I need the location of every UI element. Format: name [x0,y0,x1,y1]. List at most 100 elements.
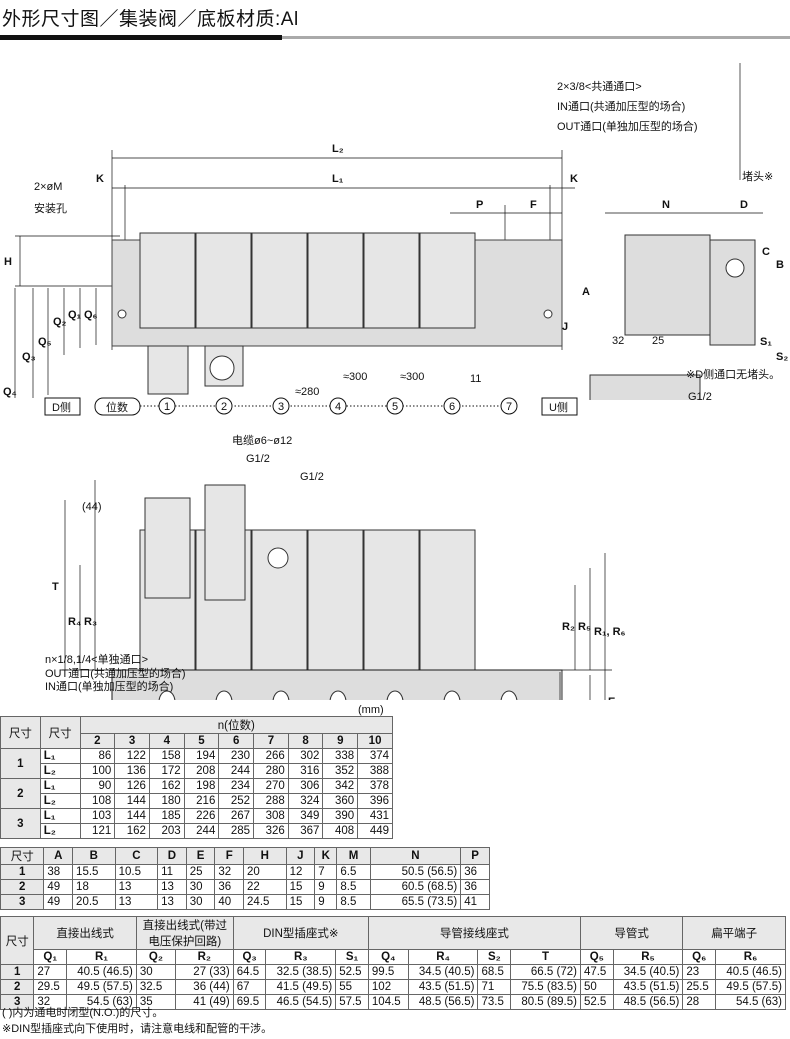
dim-T: T [52,581,59,593]
value-cell: 203 [148,823,185,839]
value-cell: 12 [285,864,316,880]
value-cell: 41.5 (49.5) [265,979,337,995]
value-cell: 324 [287,793,324,809]
d-side-label: D侧 [52,401,71,414]
header-n: 3 [114,733,150,749]
value-cell: 408 [322,823,359,839]
side-G12: G1/2 [688,391,712,400]
port-hole [272,690,290,700]
value-cell: 18 [72,879,116,895]
dim-300b: ≈300 [400,371,424,383]
dim-cell: L₁ [39,778,81,794]
dim-cell: L₂ [39,823,81,839]
title-rule-light [282,36,790,39]
dim-K-right: K [570,173,578,185]
u-side-label: U侧 [549,401,568,414]
header-group: DIN型插座式※ [232,916,369,950]
header-sub: S₂ [477,949,512,965]
header-sub: S₁ [335,949,369,965]
front-port-note-2: OUT通口(共通加压型的场合) [45,666,186,680]
dim-E: E [608,696,615,700]
station-circle [329,397,347,415]
dim-Q5: Q₅ [38,336,52,348]
value-cell: 57.5 [335,994,369,1010]
dim-11: 11 [470,373,481,385]
value-cell: 22 [243,879,287,895]
value-cell: 49.5 (57.5) [66,979,137,995]
value-cell: 46.5 (54.5) [265,994,337,1010]
dim-Q1: Q₁ [68,309,82,321]
value-cell: 449 [357,823,393,839]
port-hole [215,690,233,700]
value-cell: 36 [214,879,245,895]
dim-K-left: K [96,173,104,185]
value-cell: 49 [43,879,74,895]
station-number: 4 [335,401,341,413]
value-cell: 11 [157,864,187,880]
value-cell: 234 [218,778,255,794]
value-cell: 34.5 (40.5) [612,964,684,980]
value-cell: 41 [460,894,490,910]
dim-J: J [562,321,568,333]
value-cell: 27 (33) [174,964,234,980]
value-cell: 13 [114,879,159,895]
header-sub: R₃ [265,949,337,965]
value-cell: 126 [114,778,150,794]
station-circle [500,397,518,415]
value-cell: 374 [357,748,393,764]
station-number: 2 [221,401,227,413]
dim-C: C [762,246,770,258]
dim-cell: L₂ [39,793,81,809]
value-cell: 144 [114,808,150,824]
value-cell: 226 [183,808,220,824]
side-port-note-1: 2×3/8<共通通口> [557,80,642,93]
unit-label: (mm) [358,704,384,716]
dim-L1: L₁ [332,173,344,185]
size-cell: 3 [0,808,41,839]
value-cell: 43.5 (51.5) [407,979,479,995]
value-cell: 15 [285,894,316,910]
value-cell: 66.5 (72) [510,964,581,980]
value-cell: 25 [185,864,216,880]
value-cell: 90 [79,778,116,794]
note-normally-open: ( )内为通电时闭型(N.O.)的尺寸。 [2,1007,164,1019]
value-cell: 390 [322,808,359,824]
value-cell: 308 [253,808,289,824]
value-cell: 40 [214,894,245,910]
value-cell: 60.5 (68.5) [369,879,462,895]
value-cell: 185 [148,808,185,824]
value-cell: 41 (49) [174,994,234,1010]
value-cell: 73.5 [477,994,512,1010]
header-n: 2 [79,733,116,749]
station-number: 5 [392,401,398,413]
header-cell: C [114,847,159,865]
value-cell: 7 [314,864,338,880]
value-cell: 6.5 [336,864,371,880]
dim-S1: S₁ [760,336,772,348]
value-cell: 80.5 (89.5) [510,994,581,1010]
dim-44: (44) [82,501,102,513]
page-title: 外形尺寸图／集装阀／底板材质:Al [2,9,299,30]
dim-N: N [662,199,670,211]
dim-P: P [476,199,483,211]
dim-Q2: Q₂ [53,316,67,328]
value-cell: 43.5 (51.5) [612,979,684,995]
header-sub: Q₄ [367,949,409,965]
value-cell: 13 [157,894,187,910]
value-cell: 36 [460,864,490,880]
station-number: 6 [449,401,455,413]
dim-B: B [776,259,784,271]
header-stations: n(位数) [79,716,394,734]
header-n: 6 [218,733,255,749]
size-cell: 1 [0,964,35,980]
value-cell: 54.5 (63) [715,994,786,1010]
header-sub: R₄ [407,949,479,965]
dim-S2: S₂ [776,351,788,363]
header-cell: N [369,847,462,865]
value-cell: 36 [460,879,490,895]
